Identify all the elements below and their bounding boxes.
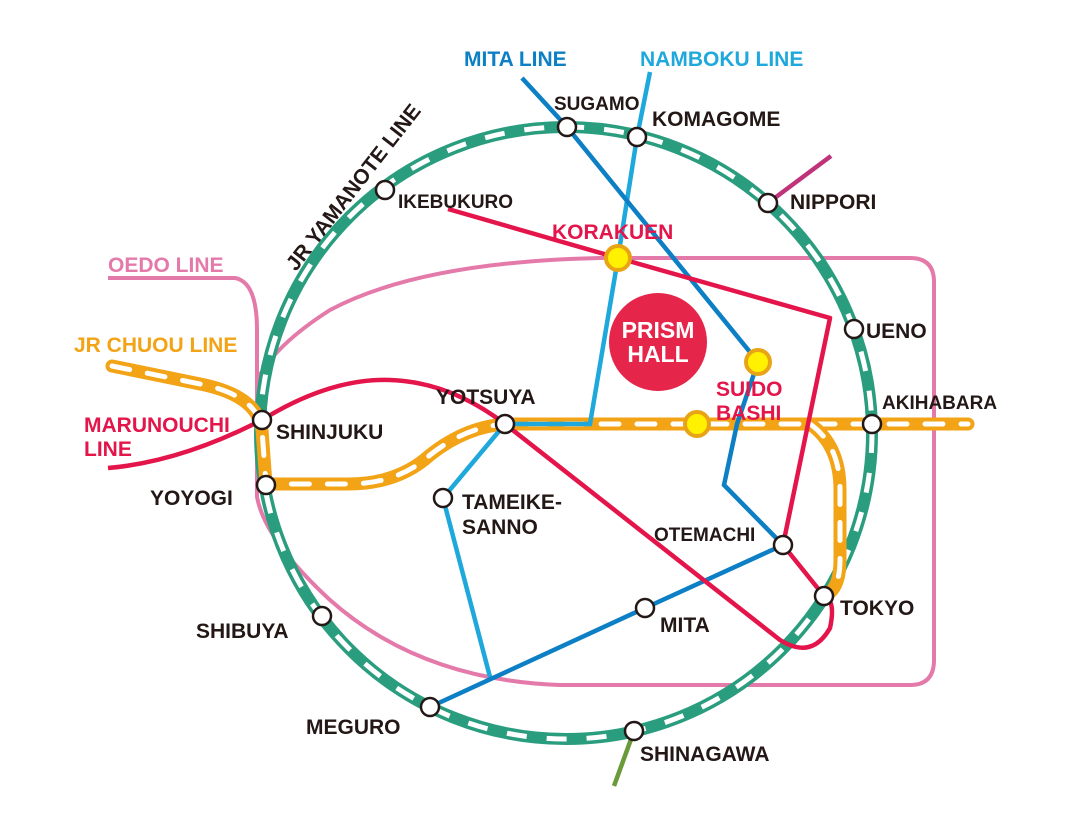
label-nippori: NIPPORI bbox=[790, 191, 876, 214]
label-korakuen: KORAKUEN bbox=[552, 221, 673, 244]
station-otemachi[interactable] bbox=[772, 534, 794, 556]
label-marunouchi-line-1: MARUNOUCHI bbox=[84, 414, 230, 437]
label-meguro: MEGURO bbox=[306, 716, 401, 739]
station-korakuen[interactable] bbox=[604, 244, 632, 272]
label-sugamo: SUGAMO bbox=[554, 94, 640, 115]
prism-hall-marker bbox=[609, 293, 707, 391]
station-meguro[interactable] bbox=[419, 696, 441, 718]
label-namboku-line: NAMBOKU LINE bbox=[640, 48, 803, 71]
station-yoyogi[interactable] bbox=[255, 474, 277, 496]
station-komagome[interactable] bbox=[626, 126, 648, 148]
label-otemachi: OTEMACHI bbox=[654, 525, 755, 546]
label-komagome: KOMAGOME bbox=[652, 108, 780, 131]
label-yotsuya: YOTSUYA bbox=[436, 386, 536, 409]
station-nippori[interactable] bbox=[757, 192, 779, 214]
label-suidobashi-2: BASHI bbox=[716, 402, 781, 425]
label-tameike-2: SANNO bbox=[462, 516, 538, 539]
label-yamanote-line: JR YAMANOTE LINE bbox=[282, 100, 426, 275]
label-chuou-line: JR CHUOU LINE bbox=[74, 334, 237, 357]
label-shinagawa: SHINAGAWA bbox=[640, 743, 770, 766]
label-suidobashi-1: SUIDO bbox=[716, 378, 783, 401]
nippori-branch-line bbox=[766, 154, 833, 205]
chuou-line bbox=[105, 359, 975, 603]
stations bbox=[251, 116, 883, 742]
label-shinjuku: SHINJUKU bbox=[276, 421, 383, 444]
label-marunouchi-line-2: LINE bbox=[84, 438, 132, 461]
station-mita[interactable] bbox=[634, 597, 656, 619]
label-akihabara: AKIHABARA bbox=[882, 393, 997, 414]
label-shibuya: SHIBUYA bbox=[196, 620, 289, 643]
station-tokyo[interactable] bbox=[813, 585, 835, 607]
station-tameike-sanno[interactable] bbox=[432, 487, 454, 509]
station-sugamo[interactable] bbox=[556, 116, 578, 138]
station-suidobashi[interactable] bbox=[683, 410, 711, 438]
station-shinagawa[interactable] bbox=[623, 720, 645, 742]
station-akihabara[interactable] bbox=[861, 413, 883, 435]
label-tokyo: TOKYO bbox=[840, 597, 914, 620]
label-ueno: UENO bbox=[866, 320, 927, 343]
station-shinjuku[interactable] bbox=[251, 409, 273, 431]
label-tameike-1: TAMEIKE- bbox=[462, 491, 562, 514]
station-yotsuya[interactable] bbox=[494, 413, 516, 435]
label-mita-line: MITA LINE bbox=[464, 48, 567, 71]
station-kasuga[interactable] bbox=[744, 348, 772, 376]
label-ikebukuro: IKEBUKURO bbox=[398, 192, 513, 213]
label-oedo-line: OEDO LINE bbox=[108, 254, 224, 277]
namboku-line bbox=[440, 71, 653, 678]
station-shibuya[interactable] bbox=[311, 605, 333, 627]
station-ueno[interactable] bbox=[843, 318, 865, 340]
marunouchi-line bbox=[107, 206, 835, 650]
venue-label-line1: PRISM bbox=[622, 317, 695, 343]
station-ikebukuro[interactable] bbox=[374, 179, 396, 201]
label-mita: MITA bbox=[660, 614, 710, 637]
venue-label-line2: HALL bbox=[627, 341, 688, 367]
label-yoyogi: YOYOGI bbox=[150, 487, 233, 510]
oedo-line bbox=[108, 256, 936, 687]
